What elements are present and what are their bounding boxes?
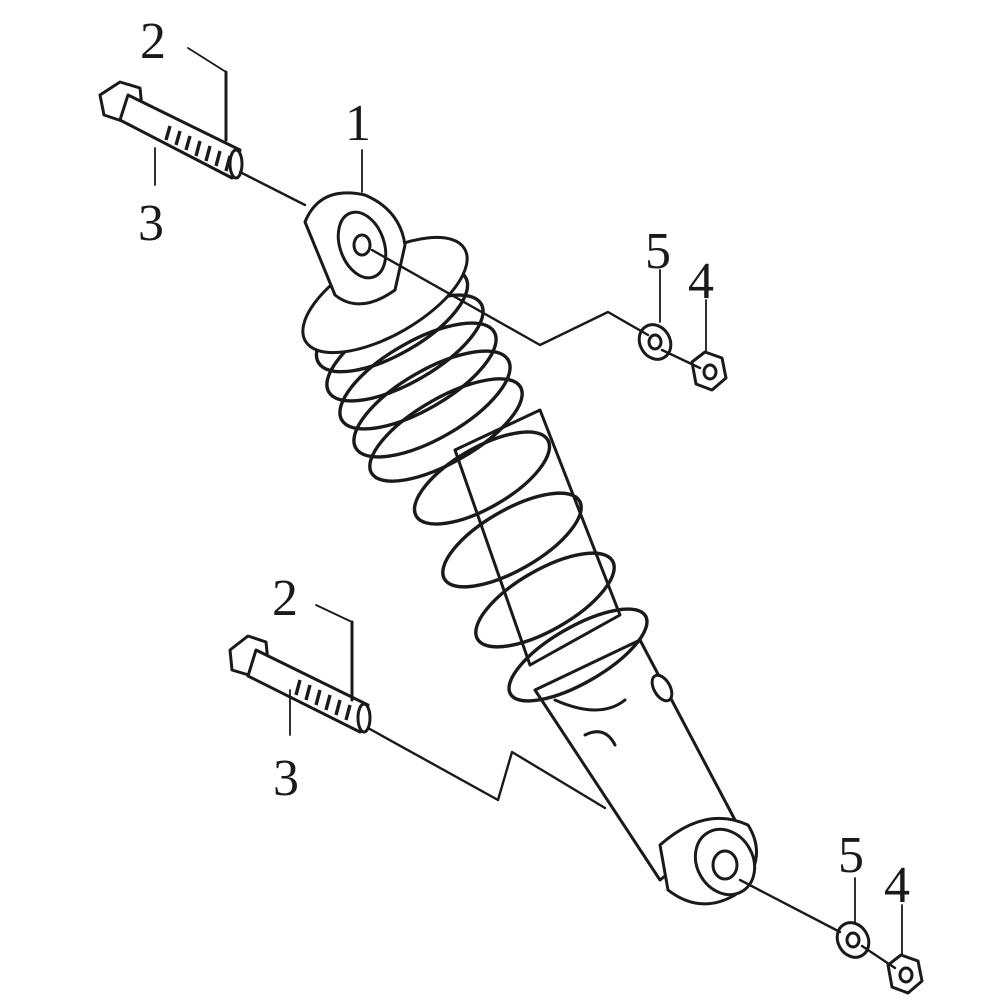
lower-coil-spring	[412, 430, 649, 703]
damper-body	[533, 638, 737, 882]
callout-washer-top: 2	[140, 13, 166, 70]
callout-nut-bottom: 4	[884, 857, 910, 914]
top-eye-mount	[303, 191, 407, 306]
callout-lockwasher-top: 5	[645, 223, 671, 280]
callout-shock-absorber: 1	[345, 95, 371, 152]
lockwasher-bottom	[835, 921, 871, 959]
nut-top	[690, 350, 728, 392]
shock-absorber	[301, 191, 758, 906]
lockwasher-top	[637, 323, 673, 361]
bolt-bottom	[228, 634, 372, 734]
assembly-lines	[238, 170, 897, 970]
inner-tube	[453, 408, 622, 667]
callout-bolt-top: 3	[138, 195, 164, 252]
callout-nut-top: 4	[688, 253, 714, 310]
callout-lockwasher-bottom: 5	[838, 827, 864, 884]
bolt-top	[98, 80, 244, 180]
callout-bolt-bottom: 3	[273, 750, 299, 807]
leader-lines	[154, 47, 903, 957]
lower-eye-mount	[658, 816, 758, 906]
nut-bottom	[886, 953, 924, 995]
callout-washer-bottom: 2	[272, 570, 298, 627]
upper-coil-spring	[314, 266, 524, 483]
